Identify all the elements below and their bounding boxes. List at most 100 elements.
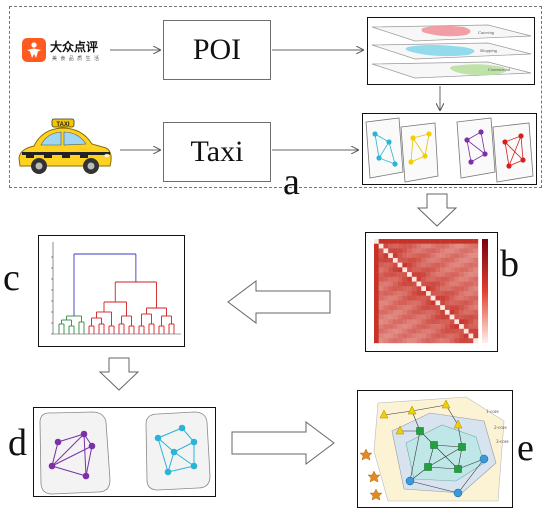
layer-label-2: Shopping <box>480 48 498 53</box>
heatmap-cell <box>407 253 413 259</box>
heatmap-cell <box>426 338 431 344</box>
heatmap-cell <box>383 253 389 259</box>
heatmap-cell <box>374 286 379 292</box>
heatmap-cell <box>468 272 474 278</box>
poi-layer-panel: Catering Shopping Commercial <box>367 17 535 85</box>
heatmap-cell <box>378 281 384 287</box>
heatmap-cell <box>421 239 427 244</box>
heatmap-cell <box>388 319 394 325</box>
heatmap-cell <box>383 267 389 273</box>
heatmap-cell <box>402 257 408 263</box>
arrow-d-to-e <box>231 421 335 465</box>
heatmap-cell <box>407 324 413 330</box>
heatmap-cell <box>402 243 408 249</box>
heatmap-cell <box>444 338 450 344</box>
heatmap-cell <box>459 319 465 325</box>
heatmap-cell <box>421 295 427 301</box>
heatmap-cell <box>444 276 450 282</box>
heatmap-cell <box>430 305 436 311</box>
taxi-sign-text: TAXI <box>56 122 70 128</box>
heatmap-cell <box>397 295 403 301</box>
layer-label-1: Catering <box>478 30 495 35</box>
heatmap-cell <box>402 272 408 278</box>
heatmap-cell <box>459 267 465 273</box>
heatmap-cell <box>454 309 460 315</box>
heatmap-cell <box>435 319 441 325</box>
heatmap-cell <box>459 314 465 320</box>
heatmap-cell <box>454 300 460 306</box>
heatmap-cell <box>430 243 436 249</box>
heatmap-cell <box>459 243 465 249</box>
heatmap-cell <box>449 262 455 268</box>
heatmap-cell <box>444 257 450 263</box>
heatmap-cell <box>392 257 398 263</box>
dendrogram <box>51 242 181 335</box>
heatmap-cell <box>392 309 398 315</box>
heatmap-cell <box>430 300 436 306</box>
heatmap-cell <box>374 272 379 278</box>
heatmap-cell <box>402 305 408 311</box>
heatmap-cell <box>454 262 460 268</box>
heatmap-cell <box>383 328 389 334</box>
heatmap-cell <box>440 291 446 296</box>
heatmap-cell <box>402 295 408 301</box>
heatmap-cell <box>440 314 446 320</box>
label-e: e <box>517 427 534 469</box>
heatmap-cell <box>402 319 408 325</box>
heatmap-cell <box>463 286 469 292</box>
heatmap-cell <box>459 309 465 315</box>
heatmap-cell <box>378 319 384 325</box>
heatmap-cell <box>444 309 450 315</box>
heatmap-cell <box>430 291 436 296</box>
heatmap-cell <box>426 239 431 244</box>
heatmap-cell <box>463 328 469 334</box>
heatmap-colorbar <box>482 239 488 343</box>
heatmap-cell <box>411 291 417 296</box>
heatmap-cell <box>454 333 460 339</box>
heatmap-cell <box>383 272 389 278</box>
heatmap-cell <box>454 281 460 287</box>
heatmap-cell <box>444 286 450 292</box>
heatmap-cell <box>440 324 446 330</box>
heatmap-cell <box>397 324 403 330</box>
heatmap-cell <box>374 267 379 273</box>
heatmap-cell <box>374 281 379 287</box>
heatmap-cell <box>449 300 455 306</box>
heatmap-cell <box>463 257 469 263</box>
heatmap-cell <box>374 239 379 244</box>
heatmap-cell <box>421 286 427 292</box>
heatmap-cell <box>459 305 465 311</box>
heatmap-cell <box>374 243 379 249</box>
heatmap-cell <box>378 295 384 301</box>
heatmap-cell <box>388 338 394 344</box>
label-a: a <box>283 161 300 203</box>
heatmap-cell <box>449 281 455 287</box>
heatmap-cell <box>430 267 436 273</box>
arrow-c-to-d <box>98 357 140 391</box>
heatmap-cell <box>435 267 441 273</box>
heatmap-cell <box>388 291 394 296</box>
core-label-1: 1-core <box>486 410 500 415</box>
heatmap-cell <box>392 272 398 278</box>
heatmap-cell <box>449 239 455 244</box>
heatmap-cell <box>463 267 469 273</box>
heatmap-cell <box>374 338 379 344</box>
heatmap-cell <box>444 253 450 259</box>
heatmap-cell <box>411 314 417 320</box>
heatmap-cell <box>444 333 450 339</box>
heatmap-cell <box>421 272 427 278</box>
heatmap-cell <box>383 276 389 282</box>
heatmap-cell <box>440 272 446 278</box>
heatmap-cell <box>440 262 446 268</box>
heatmap-cell <box>440 239 446 244</box>
heatmap-cell <box>454 248 460 254</box>
heatmap-cell <box>402 291 408 296</box>
heatmap-cell <box>435 253 441 259</box>
heatmap-cell <box>426 319 431 325</box>
heatmap-cell <box>402 276 408 282</box>
core-label-3: 3-core <box>496 440 510 445</box>
heatmap-cell <box>444 243 450 249</box>
dendrogram-panel <box>38 235 185 347</box>
heatmap-cell <box>392 333 398 339</box>
heatmap-cell <box>459 300 465 306</box>
